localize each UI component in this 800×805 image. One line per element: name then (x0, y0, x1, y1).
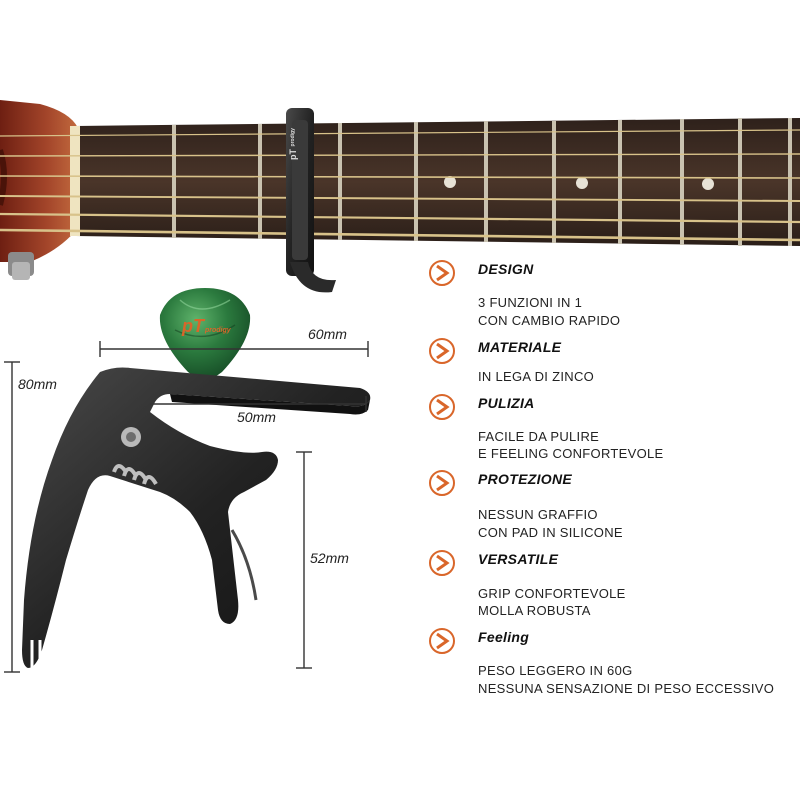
feature-line: PESO LEGGERO IN 60G (478, 663, 633, 678)
feature-line: E FEELING CONFORTEVOLE (478, 446, 664, 461)
pick-logo-text: pT (182, 316, 204, 336)
feature-title: Feeling (478, 629, 530, 645)
dim-inner-width: 50mm (237, 409, 276, 425)
feature-line: CON PAD IN SILICONE (478, 525, 623, 540)
capo-logo: pT prodigy (288, 120, 312, 160)
capo-mounted (286, 108, 336, 293)
feature-title: DESIGN (478, 261, 534, 277)
feature-line: FACILE DA PULIRE (478, 429, 600, 444)
dim-height-total: 80mm (18, 376, 57, 392)
guitar-headstock (0, 100, 78, 280)
dim-height-handle: 52mm (310, 550, 349, 566)
feature-icons (429, 260, 455, 654)
feature-line: 3 FUNZIONI IN 1 (478, 295, 583, 310)
feature-line: NESSUN GRAFFIO (478, 507, 598, 522)
feature-title: MATERIALE (478, 339, 562, 355)
capo-main (22, 367, 371, 670)
feature-line: CON CAMBIO RAPIDO (478, 313, 621, 328)
fretboard (0, 118, 800, 246)
feature-title: PULIZIA (478, 395, 535, 411)
feature-title: VERSATILE (478, 551, 559, 567)
dim-top-width: 60mm (308, 326, 347, 342)
feature-line: GRIP CONFORTEVOLE (478, 586, 626, 601)
feature-line: IN LEGA DI ZINCO (478, 369, 595, 384)
feature-title: PROTEZIONE (478, 471, 573, 487)
pick-logo: pTprodigy (182, 316, 231, 337)
pick-logo-small: prodigy (205, 327, 231, 334)
guitar-pick (159, 288, 251, 379)
capo-logo-small: prodigy (290, 128, 296, 147)
capo-logo-text: pT (288, 149, 298, 160)
dimension-lines (4, 341, 369, 673)
feature-line: MOLLA ROBUSTA (478, 603, 591, 618)
feature-line: NESSUNA SENSAZIONE DI PESO ECCESSIVO (478, 681, 775, 696)
